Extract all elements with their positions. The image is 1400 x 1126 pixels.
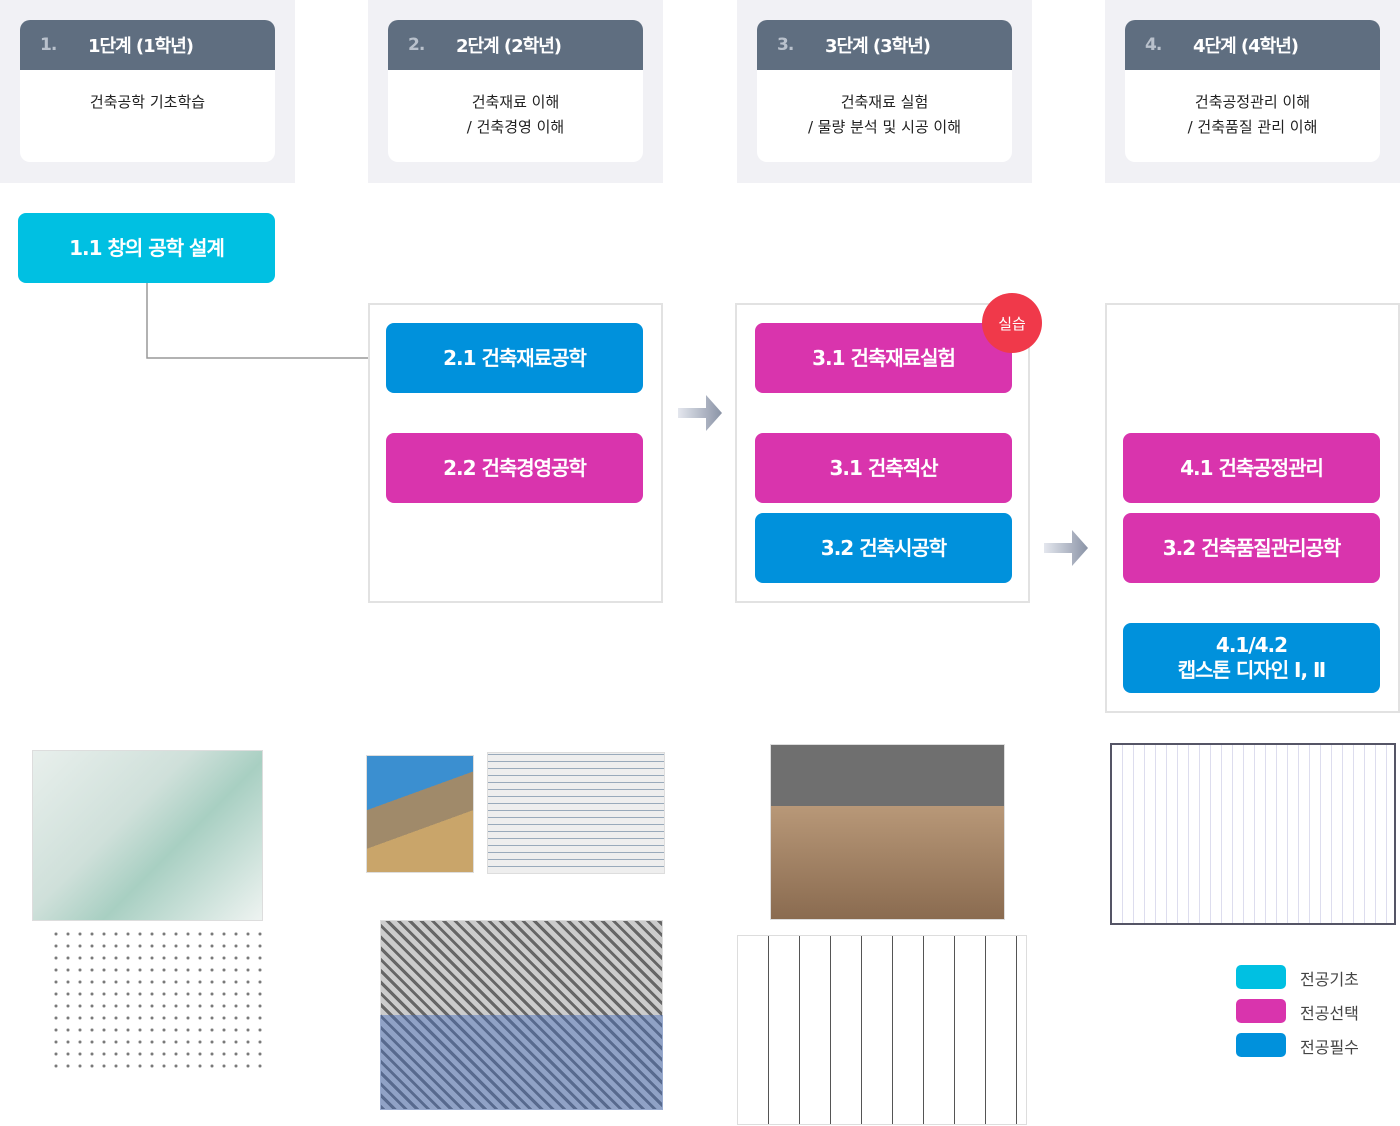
course-2-1: 2.1 건축재료공학 <box>386 323 643 393</box>
stage-panel-4: 4. 4단계 (4학년) 건축공정관리 이해 / 건축품질 관리 이해 <box>1105 0 1400 183</box>
legend-swatch-elective <box>1236 999 1286 1023</box>
practice-badge: 실습 <box>982 293 1042 353</box>
course-4-1: 4.1 건축공정관리 <box>1123 433 1380 503</box>
building-materials-image <box>366 755 474 873</box>
stage-card: 3. 3단계 (3학년) 건축재료 실험 / 물량 분석 및 시공 이해 <box>757 20 1012 162</box>
stage-title: 3단계 (3학년) <box>825 36 931 57</box>
course-label: 2.2 건축경영공학 <box>443 455 587 480</box>
legend-label: 전공필수 <box>1300 1038 1359 1057</box>
stage-panel-2: 2. 2단계 (2학년) 건축재료 이해 / 건축경영 이해 <box>368 0 663 183</box>
legend-swatch-basic <box>1236 965 1286 989</box>
course-2-2: 2.2 건축경영공학 <box>386 433 643 503</box>
stage-card: 4. 4단계 (4학년) 건축공정관리 이해 / 건축품질 관리 이해 <box>1125 20 1380 162</box>
legend-swatch-required <box>1236 1033 1286 1057</box>
stage-card: 1. 1단계 (1학년) 건축공학 기초학습 <box>20 20 275 162</box>
stage-desc: 건축공학 기초학습 <box>89 93 206 111</box>
floor-plan-image <box>737 935 1027 1125</box>
stage-card: 2. 2단계 (2학년) 건축재료 이해 / 건축경영 이해 <box>388 20 643 162</box>
management-charts-image <box>487 752 665 874</box>
course-label: 3.1 건축재료실험 <box>812 345 956 370</box>
course-label: 2.1 건축재료공학 <box>443 345 587 370</box>
stage-title: 1단계 (1학년) <box>88 36 194 57</box>
course-1-1: 1.1 창의 공학 설계 <box>18 213 275 283</box>
stage-title: 2단계 (2학년) <box>456 36 562 57</box>
course-3-1-lab: 3.1 건축재료실험 <box>755 323 1012 393</box>
stage-panel-1: 1. 1단계 (1학년) 건축공학 기초학습 <box>0 0 295 183</box>
stage-desc: / 건축경영 이해 <box>466 118 565 136</box>
legend-label: 전공선택 <box>1300 1004 1359 1023</box>
metal-mesh-blue-image <box>380 1015 663 1110</box>
stage-number: 3. <box>777 35 794 55</box>
course-3-2: 3.2 건축시공학 <box>755 513 1012 583</box>
course-quality: 3.2 건축품질관리공학 <box>1123 513 1380 583</box>
course-label: 3.2 건축시공학 <box>820 535 947 560</box>
stage-number: 2. <box>408 35 425 55</box>
stage-desc: 건축재료 실험 <box>840 93 929 111</box>
metal-mesh-image <box>380 920 663 1110</box>
stage-desc: 건축공정관리 이해 <box>1194 93 1311 111</box>
course-label: 1.1 창의 공학 설계 <box>69 235 225 260</box>
molecular-structure-image <box>50 928 265 1073</box>
course-label: 4.1 건축공정관리 <box>1180 455 1324 480</box>
arrow-right-icon <box>678 395 722 431</box>
course-label: 캡스톤 디자인 Ⅰ, Ⅱ <box>1177 658 1327 682</box>
stage-panel-3: 3. 3단계 (3학년) 건축재료 실험 / 물량 분석 및 시공 이해 <box>737 0 1032 183</box>
stage-title: 4단계 (4학년) <box>1193 36 1299 57</box>
glass-image <box>32 750 263 921</box>
schedule-software-image <box>1110 743 1396 925</box>
material-test-image <box>770 744 1005 920</box>
course-3-1-estimate: 3.1 건축적산 <box>755 433 1012 503</box>
arrow-right-icon <box>1044 530 1088 566</box>
stage-number: 1. <box>40 35 57 55</box>
stage-desc: / 건축품질 관리 이해 <box>1187 118 1318 136</box>
legend-label: 전공기초 <box>1300 970 1359 989</box>
course-label: 3.2 건축품질관리공학 <box>1162 535 1342 560</box>
stage-desc: / 물량 분석 및 시공 이해 <box>807 118 962 136</box>
connector-arrow <box>146 283 386 365</box>
stage-number: 4. <box>1145 35 1162 55</box>
stage-desc: 건축재료 이해 <box>471 93 560 111</box>
course-label: 4.1/4.2 <box>1215 633 1288 657</box>
course-label: 3.1 건축적산 <box>829 455 939 480</box>
